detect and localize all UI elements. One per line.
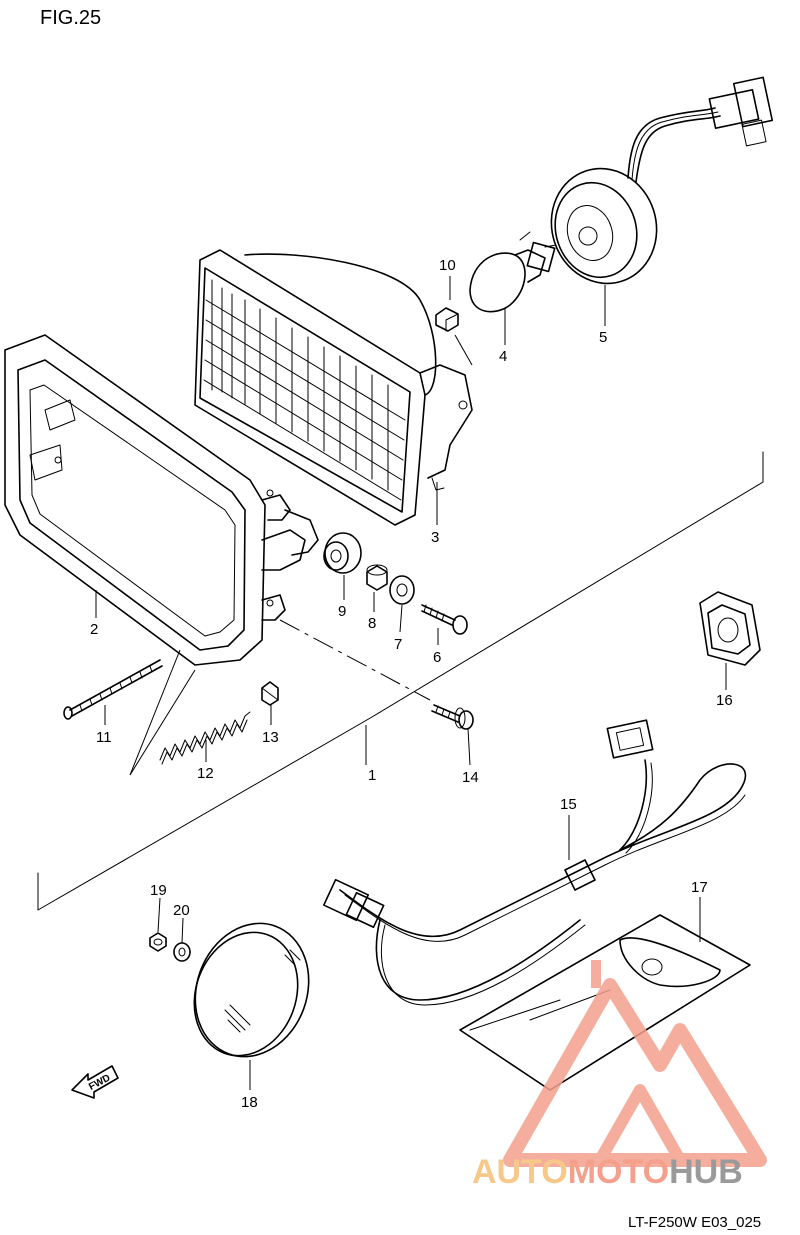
collar bbox=[366, 564, 388, 591]
part-label-15: 15 bbox=[560, 796, 577, 813]
rubber-boot bbox=[699, 591, 761, 666]
headlight-unit bbox=[194, 249, 473, 526]
fwd-label: FWD bbox=[87, 1073, 112, 1093]
screw-6 bbox=[421, 604, 468, 635]
part-label-11: 11 bbox=[96, 729, 112, 746]
headlight-housing bbox=[4, 334, 319, 666]
forward-direction-marker: FWD bbox=[71, 1065, 119, 1099]
part-label-1: 1 bbox=[368, 767, 376, 784]
part-label-12: 12 bbox=[197, 765, 214, 782]
bolt-14 bbox=[431, 704, 474, 730]
assembly-bracket-outline bbox=[37, 451, 764, 911]
part-label-14: 14 bbox=[462, 769, 479, 786]
part-label-3: 3 bbox=[431, 529, 439, 546]
nut-13 bbox=[261, 681, 279, 706]
part-label-4: 4 bbox=[499, 348, 507, 365]
part-label-18: 18 bbox=[241, 1094, 258, 1111]
part-label-16: 16 bbox=[716, 692, 733, 709]
cap-part bbox=[435, 307, 459, 332]
part-label-17: 17 bbox=[691, 879, 708, 896]
long-screw bbox=[63, 659, 163, 720]
part-label-7: 7 bbox=[394, 636, 402, 653]
reflector-lens bbox=[193, 922, 310, 1058]
part-label-5: 5 bbox=[599, 329, 607, 346]
wiring-harness bbox=[322, 719, 747, 1006]
bulb-socket-assembly bbox=[550, 76, 774, 285]
watermark-brand-part2: MOTO bbox=[568, 1153, 669, 1191]
spring bbox=[159, 711, 251, 765]
nut-19 bbox=[149, 932, 167, 952]
part-labels: 1 2 3 4 5 6 7 8 9 10 11 12 13 14 15 16 1… bbox=[90, 257, 733, 1111]
part-label-19: 19 bbox=[150, 882, 167, 899]
part-label-13: 13 bbox=[262, 729, 279, 746]
washer-7 bbox=[389, 575, 415, 605]
leader-lines bbox=[95, 276, 727, 1090]
part-label-6: 6 bbox=[433, 649, 441, 666]
part-label-8: 8 bbox=[368, 615, 376, 632]
parts-bag bbox=[459, 914, 751, 1091]
footer-code: LT-F250W E03_025 bbox=[628, 1214, 761, 1231]
watermark-brand-part1: AUTO bbox=[472, 1153, 568, 1191]
watermark-brand: AUTOMOTOHUB bbox=[472, 1153, 743, 1191]
part-label-2: 2 bbox=[90, 621, 98, 638]
figure-title: FIG.25 bbox=[40, 7, 101, 29]
washer-20 bbox=[173, 942, 191, 962]
part-label-10: 10 bbox=[439, 257, 456, 274]
grommet bbox=[323, 532, 362, 574]
watermark-logo-mark bbox=[503, 960, 767, 1167]
part-label-20: 20 bbox=[173, 902, 190, 919]
halogen-bulb bbox=[469, 231, 557, 313]
part-label-9: 9 bbox=[338, 603, 346, 620]
watermark-brand-part3: HUB bbox=[669, 1153, 743, 1191]
